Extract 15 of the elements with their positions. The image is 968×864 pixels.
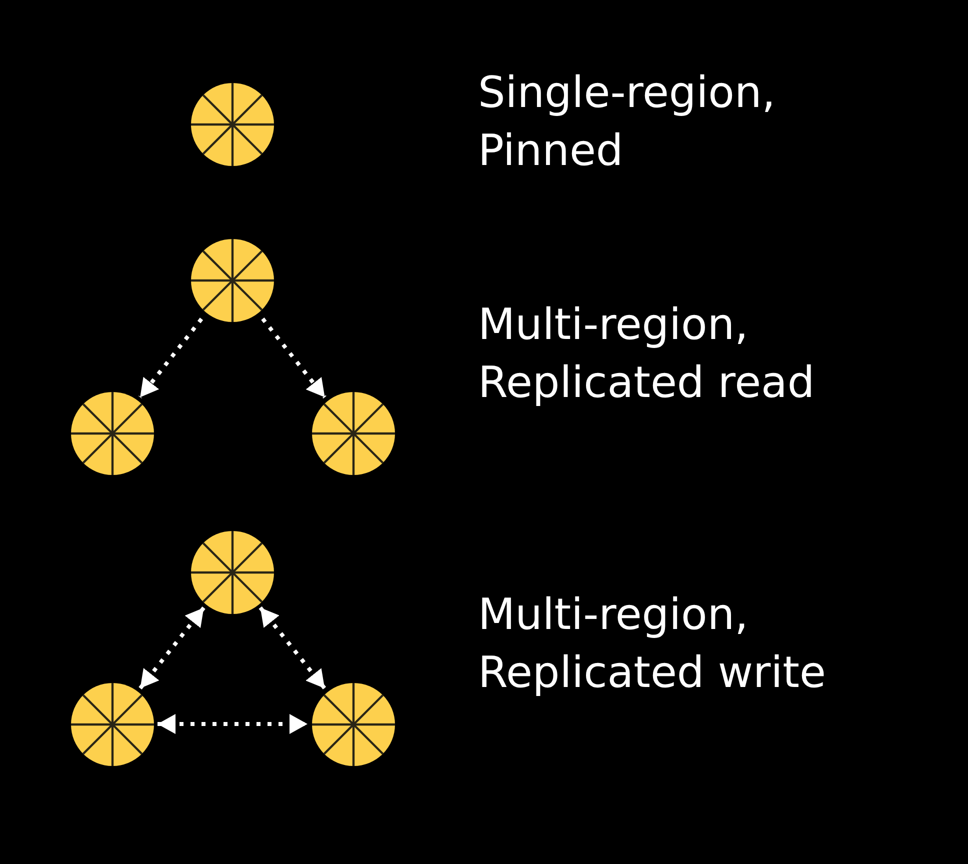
segmented-circle [190, 530, 274, 614]
segmented-circle [312, 682, 394, 766]
segmented-circle [190, 82, 274, 166]
segmented-circle [312, 392, 394, 474]
segmented-circle [70, 682, 154, 766]
caption-text: Single-region, Pinned [478, 67, 776, 178]
dotted-arrow [158, 714, 308, 734]
dotted-arrow [138, 606, 206, 690]
caption-text: Multi-region, Replicated read [478, 299, 816, 410]
segmented-circle [70, 392, 154, 474]
dotted-arrow [138, 318, 204, 398]
segmented-circle [190, 238, 274, 322]
dotted-arrow [258, 606, 326, 690]
dotted-arrow [261, 318, 326, 399]
caption-text: Multi-region, Replicated write [478, 589, 827, 700]
